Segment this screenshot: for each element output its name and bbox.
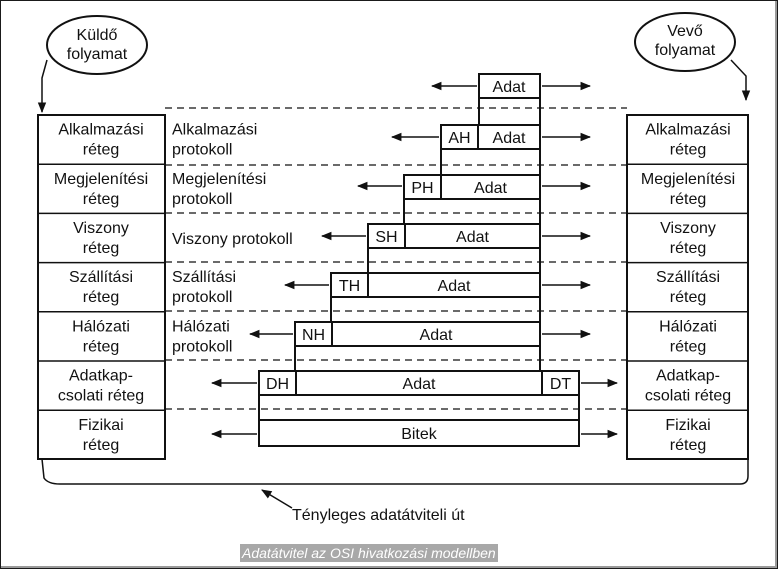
packet-header-label: SH (375, 229, 397, 246)
receiver-process-line2: folyamat (655, 42, 716, 59)
sender-layer-label: Szállítási (69, 269, 133, 286)
peer-protocol-label: Szállítási (172, 269, 236, 286)
packet-data-label: Adat (493, 130, 526, 147)
sender-process-line1: Küldő (77, 27, 118, 44)
receiver-layer-label: Alkalmazási (645, 122, 730, 139)
receiver-connector (730, 59, 751, 102)
receiver-stack (626, 114, 749, 460)
physical-bits-label: Bitek (401, 426, 438, 443)
peer-protocol-label: Hálózati (172, 318, 230, 335)
receiver-layer-label: réteg (670, 142, 706, 159)
packet-header-box (440, 124, 479, 150)
sender-layer-label: csolati réteg (58, 388, 144, 405)
packet-trailer-box (541, 370, 580, 396)
packet-data-box (404, 223, 541, 249)
sender-layer-label: réteg (83, 240, 119, 257)
actual-path-arrow (261, 489, 293, 509)
receiver-layer-label: Viszony (660, 220, 716, 237)
packet-data-label: Adat (474, 180, 507, 197)
receiver-layer-label: Fizikai (665, 417, 710, 434)
sender-layer-label: réteg (83, 142, 119, 159)
top-data-box (478, 73, 541, 99)
packet-data-box (440, 174, 541, 200)
packet-header-label: PH (411, 180, 433, 197)
receiver-process-ellipse (634, 12, 736, 72)
peer-protocol-label: Megjelenítési (172, 171, 266, 188)
receiver-layer-label: réteg (670, 338, 706, 355)
packet-data-label: Adat (456, 229, 489, 246)
top-data-label: Adat (493, 79, 526, 96)
sender-layer-label: Megjelenítési (54, 171, 148, 188)
receiver-layer-label: Hálózati (659, 318, 717, 335)
sender-layer-label: Adatkap- (69, 368, 133, 385)
packet-header-label: NH (302, 327, 325, 344)
actual-path-label: Tényleges adatátviteli út (292, 507, 465, 524)
physical-bits-box (258, 419, 580, 447)
receiver-layer-label: Szállítási (656, 269, 720, 286)
packet-header-box (294, 321, 333, 347)
receiver-layer-label: réteg (670, 240, 706, 257)
sender-layer-label: réteg (83, 191, 119, 208)
packet-header-box (258, 370, 297, 396)
packet-data-label: Adat (438, 278, 471, 295)
receiver-layer-label: réteg (670, 289, 706, 306)
sender-layer-label: Alkalmazási (58, 122, 143, 139)
packet-data-box (367, 272, 541, 298)
receiver-layer-label: csolati réteg (645, 388, 731, 405)
packet-data-label: Adat (403, 376, 436, 393)
sender-layer-label: réteg (83, 338, 119, 355)
receiver-layer-label: réteg (670, 191, 706, 208)
packet-header-box (367, 223, 406, 249)
peer-protocol-label: protokoll (172, 338, 232, 355)
packet-data-box (477, 124, 541, 150)
packet-header-label: AH (448, 130, 470, 147)
sender-connector (37, 59, 48, 114)
peer-protocol-label: protokoll (172, 191, 232, 208)
peer-protocol-label: protokoll (172, 142, 232, 159)
sender-layer-label: Fizikai (78, 417, 123, 434)
actual-path-line (41, 458, 749, 485)
packet-trailer-label: DT (550, 376, 572, 393)
sender-layer-label: Hálózati (72, 318, 130, 335)
sender-process-line2: folyamat (67, 46, 128, 63)
packet-data-box (295, 370, 543, 396)
packet-data-box (331, 321, 541, 347)
sender-stack (37, 114, 166, 460)
figure-caption: Adatátvitel az OSI hivatkozási modellben (240, 544, 498, 562)
sender-layer-label: réteg (83, 289, 119, 306)
peer-protocol-label: Alkalmazási (172, 122, 257, 139)
packet-data-label: Adat (420, 327, 453, 344)
packet-header-label: TH (339, 278, 360, 295)
receiver-process-line1: Vevő (667, 23, 703, 40)
receiver-layer-label: réteg (670, 437, 706, 454)
packet-header-box (330, 272, 369, 298)
peer-protocol-label: protokoll (172, 289, 232, 306)
receiver-layer-label: Adatkap- (656, 368, 720, 385)
sender-layer-label: réteg (83, 437, 119, 454)
peer-protocol-label: Viszony protokoll (172, 231, 293, 248)
sender-process-ellipse (46, 15, 148, 75)
packet-header-label: DH (266, 376, 289, 393)
receiver-layer-label: Megjelenítési (641, 171, 735, 188)
sender-layer-label: Viszony (73, 220, 129, 237)
